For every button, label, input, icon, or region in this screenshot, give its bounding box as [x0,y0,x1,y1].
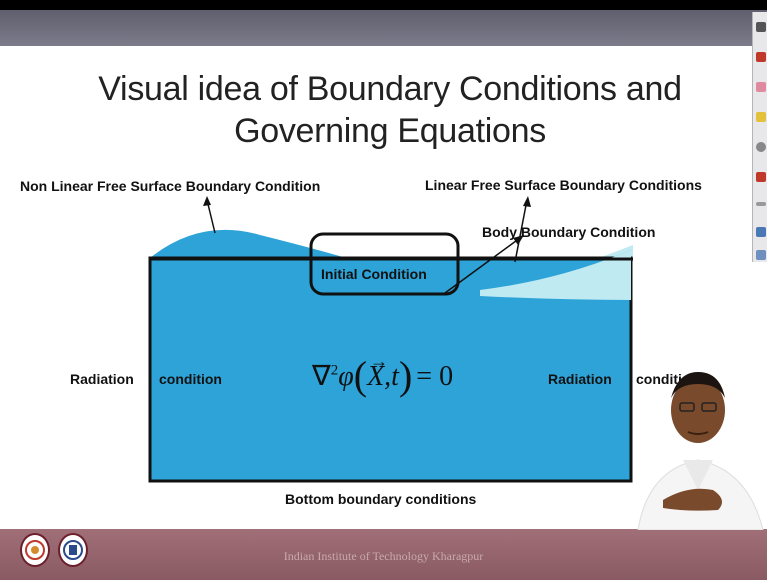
marker-icon[interactable] [756,172,766,182]
header-band [0,10,767,46]
open-paren: ( [353,353,368,398]
slide-title: Visual idea of Boundary Conditions and G… [98,70,682,150]
undo-icon[interactable] [756,142,766,152]
pen-icon[interactable] [756,22,766,32]
condition-right-label: conditi [636,371,682,387]
power-two: 2 [330,362,339,379]
red-pen-icon[interactable] [756,52,766,62]
radiation-right-label: Radiation [548,371,612,387]
free-surface-wave [150,229,360,262]
eraser-icon[interactable] [756,82,766,92]
initial-condition-box [309,232,460,296]
comma-t: ,t [384,361,399,392]
screen-icon[interactable] [756,250,766,260]
arrow-nonlinear [206,199,216,234]
laplace-equation: ∇2φ(→X,t)= 0 [312,351,454,398]
arrow-body [444,237,521,294]
initial-condition-label: Initial Condition [321,266,427,282]
highlighter-icon[interactable] [756,112,766,122]
nabla-symbol: ∇ [312,361,331,392]
nonlinear-free-surface-label: Non Linear Free Surface Boundary Conditi… [20,178,321,194]
equals-zero: = 0 [416,361,454,392]
linear-free-surface-label: Linear Free Surface Boundary Conditions [425,177,702,193]
body-boundary-label: Body Boundary Condition [482,224,656,240]
condition-left-label: condition [159,371,222,387]
arrow-linear [514,199,528,263]
footer-band [0,529,767,580]
nptel-logo-icon [58,533,88,567]
annotation-toolbar [752,12,767,262]
top-bar [0,0,767,10]
footer-institute: Indian Institute of Technology Kharagpur [283,549,484,563]
close-paren: ) [398,353,413,398]
vector-x: X [367,361,385,392]
bottom-boundary-label: Bottom boundary conditions [285,491,477,507]
iit-logo-icon [20,533,50,567]
radiation-left-label: Radiation [70,371,134,387]
phi-symbol: φ [338,361,354,392]
menu-icon[interactable] [756,202,766,206]
slides-icon[interactable] [756,227,766,237]
presenter-video [637,372,764,530]
